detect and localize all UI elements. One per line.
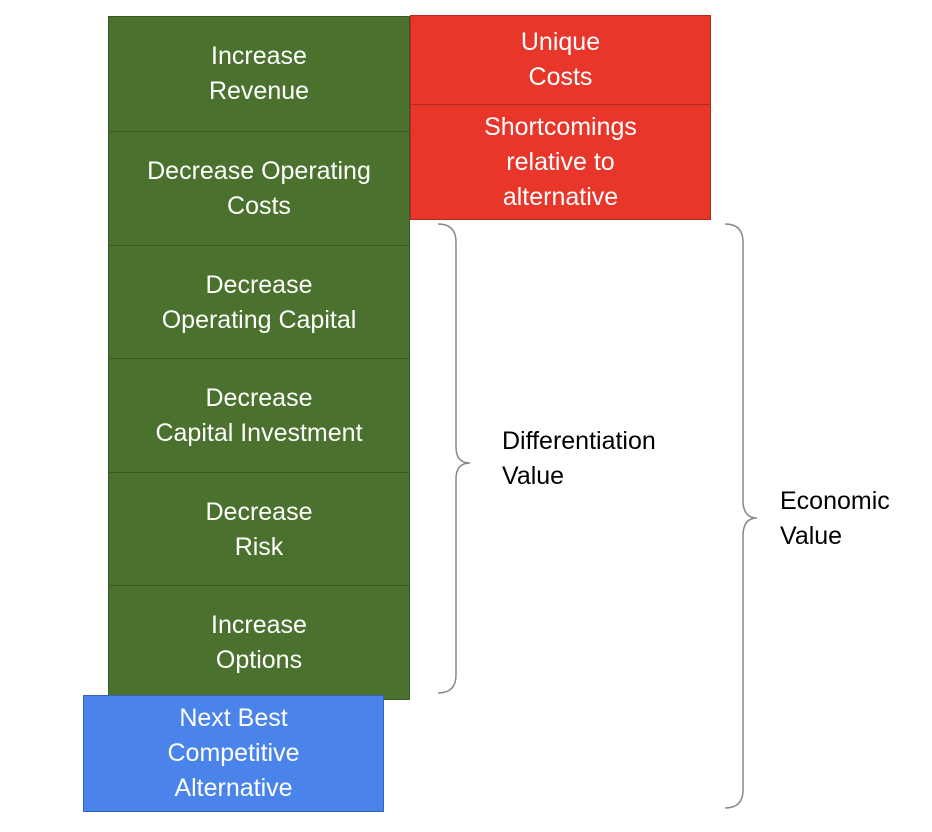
cost-block-shortcomings: Shortcomings relative to alternative [410, 104, 711, 220]
benefit-label: Decrease Operating Costs [147, 156, 371, 220]
cost-label: Unique Costs [520, 28, 601, 91]
benefit-block-increase-options: Increase Options [108, 585, 410, 700]
cost-block-unique-costs: Unique Costs [410, 15, 711, 105]
benefit-label: Increase Revenue [208, 42, 310, 105]
baseline-label: Next Best Competitive Alternative [167, 704, 300, 802]
benefit-block-decrease-capital-investment: Decrease Capital Investment [108, 358, 410, 473]
benefit-block-decrease-operating-capital: Decrease Operating Capital [108, 245, 410, 360]
economic-value-label: Economic Value [780, 487, 890, 550]
baseline-block-next-best-alternative: Next Best Competitive Alternative [83, 695, 384, 812]
cost-label: Shortcomings relative to alternative [484, 112, 637, 211]
differentiation-value-label: Differentiation Value [502, 427, 656, 490]
benefit-label: Increase Options [211, 610, 307, 674]
benefit-block-decrease-risk: Decrease Risk [108, 472, 410, 587]
economic-brace [724, 223, 758, 809]
benefit-label: Decrease Capital Investment [155, 383, 363, 447]
benefit-block-increase-revenue: Increase Revenue [108, 16, 410, 132]
benefit-block-decrease-operating-costs: Decrease Operating Costs [108, 131, 410, 246]
benefit-label: Decrease Risk [205, 497, 313, 561]
differentiation-brace [437, 223, 471, 694]
benefit-label: Decrease Operating Capital [161, 270, 357, 334]
